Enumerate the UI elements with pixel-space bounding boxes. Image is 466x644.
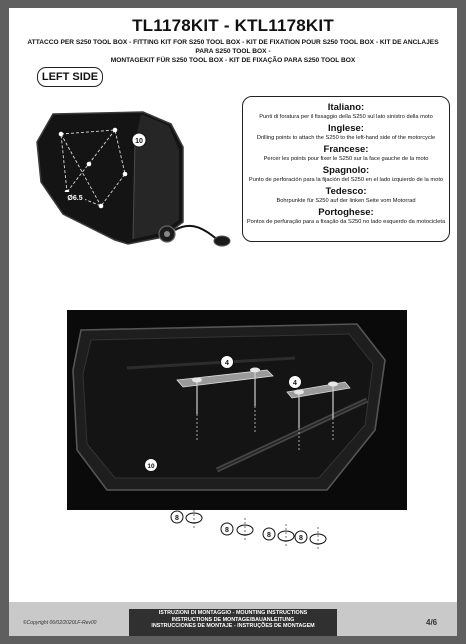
instruction-text: Drilling points to attach the S250 to th… bbox=[256, 135, 436, 141]
page-number: 4/6 bbox=[426, 618, 438, 627]
copyright-text: ©Copyright 06/02/2020LF-Rev00 bbox=[23, 620, 97, 626]
callout-4-label: 4 bbox=[293, 380, 297, 387]
language-label: Italiano: bbox=[327, 102, 365, 113]
instruction-text: Bohrpunkte für S250 auf der linken Seite… bbox=[276, 198, 416, 204]
instruction-fr: Francese: Percer les points pour fixer l… bbox=[243, 144, 449, 164]
language-label: Portoghese: bbox=[318, 207, 374, 218]
instruction-text: Punto de perforación para la fijación de… bbox=[248, 177, 444, 183]
instruction-page: TL1178KIT - KTL1178KIT ATTACCO PER S250 … bbox=[9, 8, 457, 636]
language-label: Tedesco: bbox=[325, 186, 367, 197]
instruction-text: Pontos de perfuração para a fixação da S… bbox=[246, 219, 446, 225]
page-subtitle: ATTACCO PER S250 TOOL BOX - FITTING KIT … bbox=[19, 38, 447, 65]
language-label: Inglese: bbox=[328, 123, 364, 134]
instruction-pt: Portoghese: Pontos de perfuração para a … bbox=[243, 207, 449, 227]
diameter-label: Ø6.5 bbox=[67, 195, 82, 202]
callout-8-label: 8 bbox=[175, 515, 179, 522]
instruction-text: Percer les points pour fixer le S250 sur… bbox=[263, 156, 429, 162]
callout-8-label: 8 bbox=[299, 535, 303, 542]
footer-line-3: INSTRUCCIONES DE MONTAJE - INSTRUÇÕES DE… bbox=[151, 623, 315, 629]
language-label: Spagnolo: bbox=[322, 165, 370, 176]
callout-10-label: 10 bbox=[135, 138, 143, 145]
instruction-panel: Italiano: Punti di foratura per il fissa… bbox=[242, 96, 450, 242]
footer-title-band: ISTRUZIONI DI MONTAGGIO - MOUNTING INSTR… bbox=[129, 609, 337, 636]
instruction-es: Spagnolo: Punto de perforación para la f… bbox=[243, 165, 449, 185]
footer-line-2: INSTRUCTIONS DE MONTAGE/BAUANLEITUNG bbox=[171, 616, 295, 623]
left-side-badge: LEFT SIDE bbox=[37, 67, 103, 87]
callout-10-label: 10 bbox=[147, 463, 155, 470]
language-label: Francese: bbox=[323, 144, 369, 155]
page-title: TL1178KIT - KTL1178KIT bbox=[132, 16, 334, 35]
instruction-text: Punti di foratura per il fissaggio della… bbox=[259, 114, 433, 120]
toolbox-drilling-photo: 10 Ø6.5 bbox=[23, 102, 238, 247]
subtitle-line-1: ATTACCO PER S250 TOOL BOX - FITTING KIT … bbox=[27, 39, 439, 55]
footer-line-1: ISTRUZIONI DI MONTAGGIO - MOUNTING INSTR… bbox=[158, 610, 308, 616]
subtitle-line-2: MONTAGEKIT FÜR S250 TOOL BOX - KIT DE FI… bbox=[110, 57, 356, 64]
washer-callouts: 8 8 8 8 bbox=[170, 506, 327, 551]
callout-8-label: 8 bbox=[225, 527, 229, 534]
instruction-en: Inglese: Drilling points to attach the S… bbox=[243, 123, 449, 143]
callout-8-label: 8 bbox=[267, 532, 271, 539]
callout-4-label: 4 bbox=[225, 360, 229, 367]
toolbox-interior-photo: 4 4 10 bbox=[67, 310, 407, 510]
instruction-it: Italiano: Punti di foratura per il fissa… bbox=[243, 102, 449, 122]
instruction-de: Tedesco: Bohrpunkte für S250 auf der lin… bbox=[243, 186, 449, 206]
